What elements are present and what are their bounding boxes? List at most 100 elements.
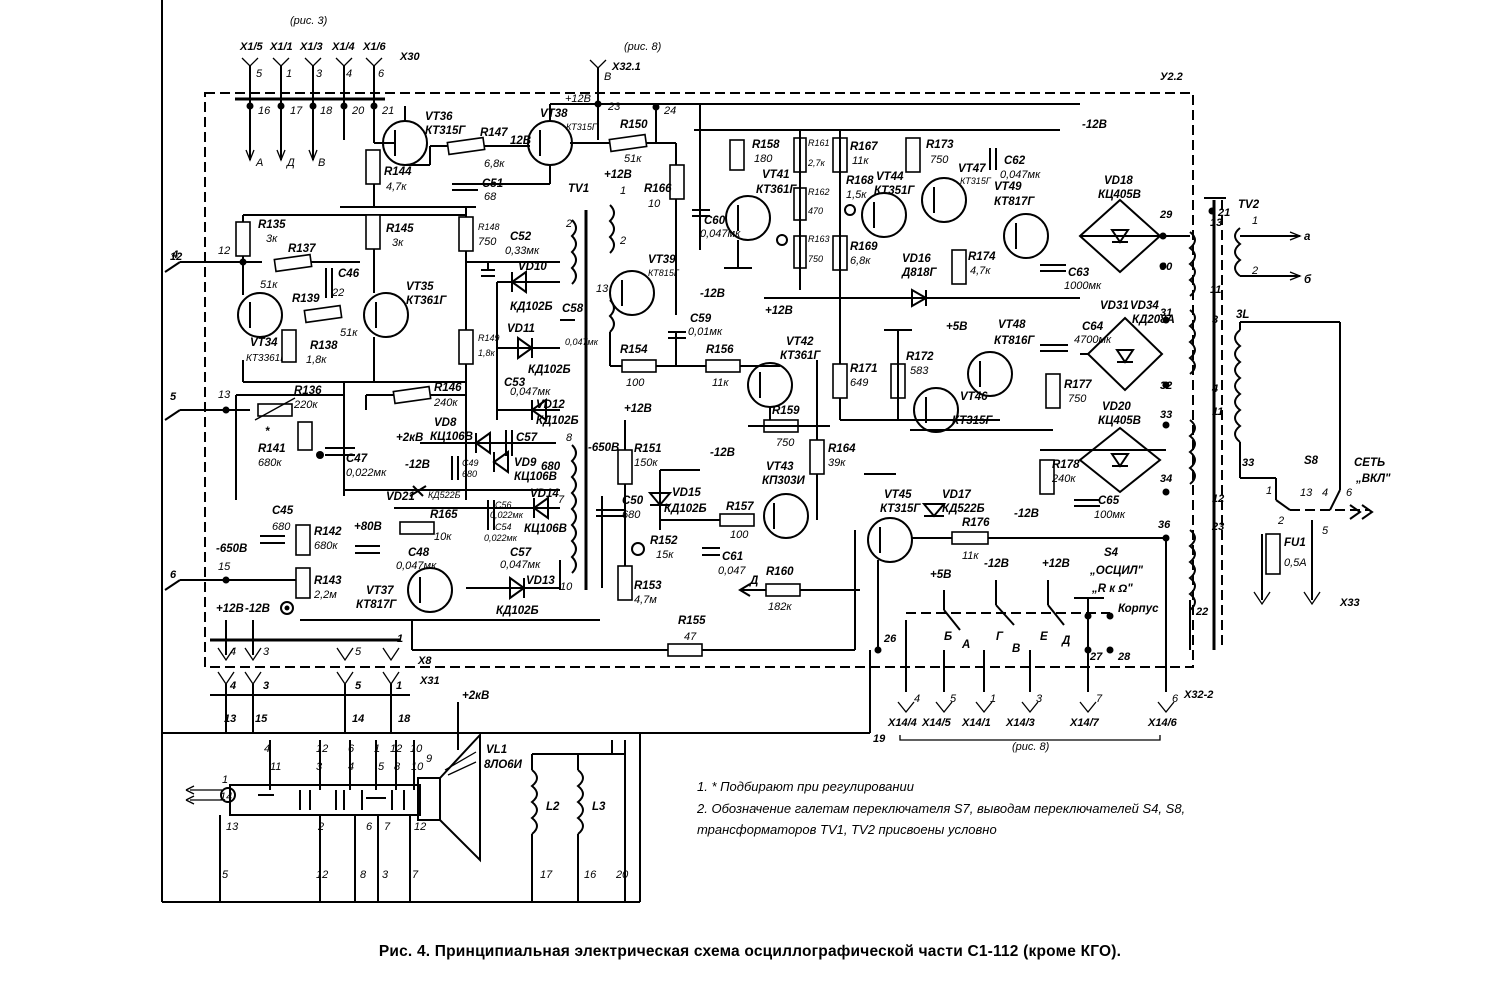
svg-text:11: 11 <box>1212 406 1223 418</box>
svg-text:R143: R143 <box>314 575 342 587</box>
svg-text:R166: R166 <box>644 183 672 195</box>
svg-text:R163: R163 <box>808 234 830 244</box>
svg-text:9: 9 <box>426 753 432 765</box>
svg-text:+2кВ: +2кВ <box>396 432 423 444</box>
svg-text:Б: Б <box>944 631 952 643</box>
svg-text:TV2: TV2 <box>1238 199 1260 211</box>
svg-text:11: 11 <box>1210 284 1221 296</box>
svg-text:C48: C48 <box>408 547 430 559</box>
svg-text:-12В: -12В <box>984 558 1009 570</box>
svg-text:R162: R162 <box>808 187 830 197</box>
svg-text:X14/5: X14/5 <box>921 717 952 729</box>
input-lines: 4 <box>171 249 178 261</box>
svg-text:5: 5 <box>170 391 177 403</box>
svg-text:Д818Г: Д818Г <box>901 267 937 279</box>
svg-text:X14/3: X14/3 <box>1005 717 1035 729</box>
svg-text:+12В: +12В <box>604 169 632 181</box>
svg-text:13: 13 <box>596 283 609 295</box>
svg-text:0,01мк: 0,01мк <box>688 326 723 338</box>
svg-text:750: 750 <box>776 437 795 449</box>
svg-text:R157: R157 <box>726 501 754 513</box>
svg-text:C64: C64 <box>1082 321 1104 333</box>
svg-text:19: 19 <box>873 733 886 745</box>
svg-text:20: 20 <box>351 105 365 117</box>
svg-text:VT47: VT47 <box>958 163 986 175</box>
svg-text:23: 23 <box>607 101 621 113</box>
svg-text:VD18: VD18 <box>1104 175 1133 187</box>
frame-lines <box>161 0 1194 903</box>
svg-text:R141: R141 <box>258 443 286 455</box>
svg-text:11к: 11к <box>712 377 729 389</box>
svg-text:0,047мк: 0,047мк <box>700 228 741 240</box>
svg-text:R152: R152 <box>650 535 678 547</box>
stage-vt46-vt48: R171 649 R172 583 +5В VT48 КТ816Г VT46 К… <box>832 300 1175 433</box>
svg-text:-12В: -12В <box>1014 508 1039 520</box>
svg-text:VT37: VT37 <box>366 585 394 597</box>
svg-text:1: 1 <box>1266 485 1272 497</box>
svg-text:3: 3 <box>316 761 323 773</box>
svg-text:150к: 150к <box>634 457 658 469</box>
svg-text:C56: C56 <box>495 500 512 510</box>
svg-text:11: 11 <box>270 761 281 773</box>
svg-text:R165: R165 <box>430 509 458 521</box>
svg-text:3L: 3L <box>1236 309 1249 321</box>
stage-diodes-left: R148 750 R149 1,8к C52 0,33мк VD10 КД102… <box>458 183 599 593</box>
svg-text:22: 22 <box>1195 606 1208 618</box>
svg-text:12: 12 <box>316 743 328 755</box>
svg-text:680к: 680к <box>258 457 282 469</box>
svg-text:X32-2: X32-2 <box>1183 689 1213 701</box>
svg-text:R160: R160 <box>766 566 794 578</box>
svg-text:(рис. 8): (рис. 8) <box>1012 741 1050 753</box>
svg-text:R150: R150 <box>620 119 648 131</box>
svg-text:VD15: VD15 <box>672 487 701 499</box>
svg-text:КТ315Г: КТ315Г <box>566 122 598 132</box>
svg-text:5: 5 <box>355 646 362 658</box>
connector-x31: +12В -12В 1 4 3 5 X8 4 3 5 1 X31 13 15 1… <box>210 603 440 733</box>
svg-text:У2.2: У2.2 <box>1160 71 1183 83</box>
svg-text:4: 4 <box>229 680 236 692</box>
svg-text:„ВКЛ": „ВКЛ" <box>1355 473 1391 485</box>
svg-text:R153: R153 <box>634 580 662 592</box>
svg-text:13: 13 <box>224 713 236 725</box>
svg-text:4: 4 <box>1322 487 1328 499</box>
svg-text:6: 6 <box>1346 487 1353 499</box>
svg-text:3: 3 <box>382 869 389 881</box>
svg-text:1: 1 <box>620 185 626 197</box>
svg-text:В: В <box>1012 643 1020 655</box>
svg-text:10: 10 <box>410 743 423 755</box>
svg-text:R159: R159 <box>772 405 800 417</box>
svg-text:КТ315Г: КТ315Г <box>960 176 992 186</box>
svg-text:+12В: +12В <box>565 93 591 105</box>
svg-text:VT38: VT38 <box>540 108 568 120</box>
svg-text:Е: Е <box>1040 631 1048 643</box>
svg-text:12: 12 <box>218 245 230 257</box>
svg-text:0,33мк: 0,33мк <box>505 245 540 257</box>
svg-text:13: 13 <box>226 821 239 833</box>
svg-text:СЕТЬ: СЕТЬ <box>1354 457 1385 469</box>
svg-text:+5В: +5В <box>946 321 967 333</box>
svg-text:8: 8 <box>566 432 573 444</box>
svg-text:R151: R151 <box>634 443 662 455</box>
svg-text:12В: 12В <box>510 135 531 147</box>
svg-text:4700мк: 4700мк <box>1074 334 1112 346</box>
svg-text:X33: X33 <box>1339 597 1360 609</box>
svg-text:680: 680 <box>541 461 561 473</box>
svg-text:КТ361Г: КТ361Г <box>756 184 797 196</box>
svg-text:649: 649 <box>850 377 868 389</box>
svg-text:C57: C57 <box>510 547 532 559</box>
svg-text:2: 2 <box>1277 515 1284 527</box>
svg-text:КЦ405В: КЦ405В <box>1098 189 1141 201</box>
svg-text:-12В: -12В <box>1082 119 1107 131</box>
svg-text:-650В: -650В <box>588 442 619 454</box>
svg-text:R172: R172 <box>906 351 934 363</box>
svg-text:13: 13 <box>218 389 231 401</box>
svg-text:R148: R148 <box>478 222 500 232</box>
svg-text:+12В: +12В <box>765 305 793 317</box>
svg-text:C50: C50 <box>622 495 644 507</box>
svg-text:1: 1 <box>222 774 228 786</box>
svg-text:Д: Д <box>1061 635 1070 647</box>
svg-text:R173: R173 <box>926 139 954 151</box>
stage-power-regulator: -12В C60 0,047мк R158 180 VT41 КТ361Г R1… <box>692 103 1160 420</box>
svg-text:32: 32 <box>1160 380 1172 392</box>
svg-text:L3: L3 <box>592 801 606 813</box>
